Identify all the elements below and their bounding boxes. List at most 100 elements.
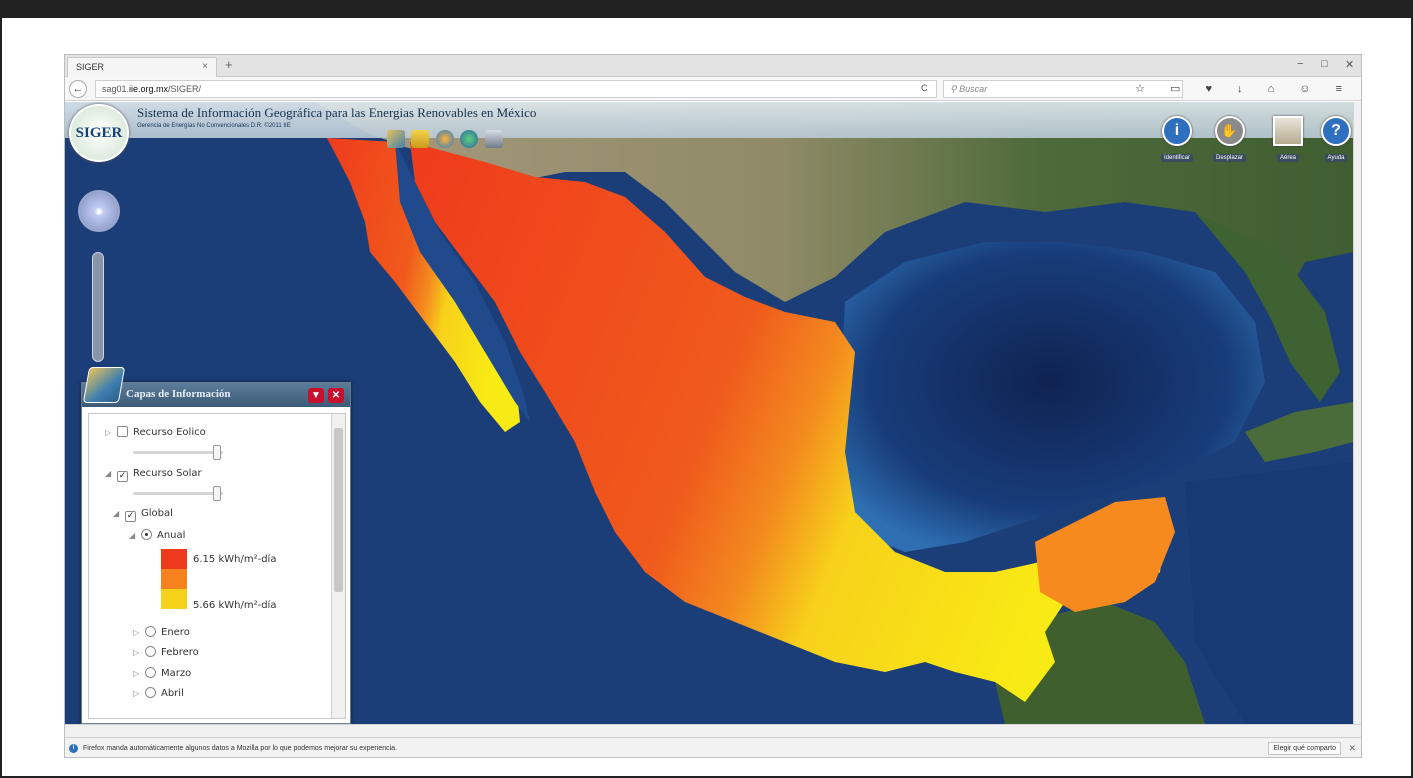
info-icon: i xyxy=(1162,116,1192,146)
expand-icon[interactable]: ▷ xyxy=(105,428,112,437)
layer-recurso-eolico[interactable]: ▷ Recurso Eolico xyxy=(105,426,206,438)
checkbox-recurso-eolico[interactable] xyxy=(117,426,128,437)
new-tab-button[interactable]: + xyxy=(225,57,233,72)
navigation-bar: ← sag01.iie.org.mx/SIGER/ C ⚲ Buscar ☆ ▭… xyxy=(65,77,1361,101)
expand-icon[interactable]: ▷ xyxy=(133,669,140,678)
radio-marzo[interactable] xyxy=(145,667,156,678)
earth-tool-icon[interactable] xyxy=(460,130,479,148)
month-label: Marzo xyxy=(161,668,192,679)
maximize-button[interactable]: □ xyxy=(1321,58,1328,70)
radio-enero[interactable] xyxy=(145,626,156,637)
hand-icon: ✋ xyxy=(1214,116,1245,146)
option-marzo[interactable]: ▷ Marzo xyxy=(133,667,191,679)
url-path: /SIGER/ xyxy=(168,84,202,94)
url-bar[interactable]: sag01.iie.org.mx/SIGER/ xyxy=(95,80,937,98)
tab-title: SIGER xyxy=(76,62,105,72)
expand-icon[interactable]: ▷ xyxy=(133,689,140,698)
globe-tool-icon[interactable] xyxy=(435,130,454,148)
close-window-button[interactable]: ✕ xyxy=(1345,59,1355,71)
minimize-button[interactable]: − xyxy=(1297,58,1304,70)
option-febrero[interactable]: ▷ Febrero xyxy=(133,646,199,658)
month-label: Abril xyxy=(161,688,184,699)
tab-close-icon[interactable]: × xyxy=(202,61,208,72)
expand-icon[interactable]: ▷ xyxy=(133,648,140,657)
layers-tool-icon[interactable] xyxy=(387,130,405,148)
help-button[interactable]: ? Ayuda xyxy=(1321,116,1351,164)
search-input[interactable]: ⚲ Buscar xyxy=(943,80,1183,98)
reload-icon[interactable]: C xyxy=(921,83,928,93)
search-icon: ⚲ xyxy=(950,84,960,94)
month-label: Enero xyxy=(161,627,190,638)
aerial-map-icon xyxy=(1273,116,1303,146)
month-label: Febrero xyxy=(161,647,199,658)
baja-california-solar xyxy=(327,138,520,432)
legend-swatch-low xyxy=(161,589,187,609)
option-anual[interactable]: ◢ Anual xyxy=(129,529,185,541)
identify-button[interactable]: i Identificar xyxy=(1161,116,1194,164)
notification-bar: i Firefox manda automáticamente algunos … xyxy=(65,737,1361,757)
map-viewport[interactable]: SIGER Sistema de Información Geográfica … xyxy=(65,102,1353,724)
cuba-land xyxy=(1245,402,1353,462)
search-placeholder: Buscar xyxy=(959,84,988,94)
layer-label: Recurso Eolico xyxy=(133,427,206,438)
print-tool-icon[interactable] xyxy=(484,130,503,148)
aerial-label: Aérea xyxy=(1276,154,1299,162)
siger-logo[interactable]: SIGER xyxy=(69,104,129,162)
tab-siger[interactable]: SIGER × xyxy=(67,57,217,77)
notification-message: Firefox manda automáticamente algunos da… xyxy=(83,745,398,752)
legend-max-label: 6.15 kWh/m²-día xyxy=(193,554,277,565)
opacity-slider-eolico[interactable] xyxy=(133,445,223,460)
minimize-panel-icon[interactable]: ▼ xyxy=(308,388,324,403)
browser-window: SIGER × + − □ ✕ ← sag01.iie.org.mx/SIGER… xyxy=(64,54,1362,758)
pan-button[interactable]: ✋ Desplazar xyxy=(1213,116,1247,164)
aerial-button[interactable]: Aérea xyxy=(1273,116,1303,164)
scrollbar-thumb[interactable] xyxy=(334,428,343,592)
layer-label: Global xyxy=(141,508,173,519)
gulf-of-california xyxy=(395,142,530,422)
legend-min-label: 5.66 kWh/m²-día xyxy=(193,600,277,611)
identify-label: Identificar xyxy=(1161,154,1194,162)
radio-febrero[interactable] xyxy=(145,646,156,657)
help-label: Ayuda xyxy=(1324,154,1348,162)
browser-toolbar-icons[interactable]: ☆ ▭ ♥ ↓ ⌂ ☺ ≡ xyxy=(1135,83,1353,95)
opacity-slider-solar[interactable] xyxy=(133,486,223,501)
slider-thumb[interactable] xyxy=(213,486,221,501)
radio-abril[interactable] xyxy=(145,687,156,698)
page-horizontal-scrollbar[interactable] xyxy=(65,724,1361,737)
close-notification-icon[interactable]: ✕ xyxy=(1348,743,1356,753)
layer-global[interactable]: ◢ ✓ Global xyxy=(113,508,173,522)
url-host: iie.org.mx xyxy=(129,84,169,94)
option-label: Anual xyxy=(157,530,186,541)
layers-icon xyxy=(82,367,126,403)
collapse-icon[interactable]: ◢ xyxy=(105,469,112,478)
info-icon: i xyxy=(69,744,78,753)
pan-control[interactable]: ◉ xyxy=(78,190,120,232)
choose-share-button[interactable]: Elegir qué comparto xyxy=(1268,742,1341,755)
radio-anual[interactable] xyxy=(141,529,152,540)
caribbean-sea xyxy=(1185,462,1353,724)
layer-label: Recurso Solar xyxy=(133,468,202,479)
app-title: Sistema de Información Geográfica para l… xyxy=(137,105,537,120)
back-button[interactable]: ← xyxy=(69,80,87,98)
checkbox-recurso-solar[interactable]: ✓ xyxy=(117,471,128,482)
expand-icon[interactable]: ▷ xyxy=(133,628,140,637)
close-panel-icon[interactable]: ✕ xyxy=(328,388,344,403)
warning-tool-icon[interactable] xyxy=(411,130,430,148)
gulf-of-mexico xyxy=(835,242,1265,552)
zoom-slider[interactable] xyxy=(92,252,104,362)
legend-swatch-high xyxy=(161,549,187,569)
layers-panel-header[interactable]: Capas de Información ▼ ✕ xyxy=(82,367,350,407)
checkbox-global[interactable]: ✓ xyxy=(125,511,136,522)
pan-label: Desplazar xyxy=(1213,154,1247,162)
page-vertical-scrollbar[interactable] xyxy=(1353,102,1361,724)
collapse-icon[interactable]: ◢ xyxy=(113,509,120,518)
layers-scrollbar[interactable] xyxy=(331,414,345,718)
collapse-icon[interactable]: ◢ xyxy=(129,531,136,540)
slider-thumb[interactable] xyxy=(213,445,221,460)
option-enero[interactable]: ▷ Enero xyxy=(133,626,190,638)
option-abril[interactable]: ▷ Abril xyxy=(133,687,184,699)
layers-panel-title: Capas de Información xyxy=(126,388,231,400)
central-america-land xyxy=(995,602,1205,724)
layers-tree: ▷ Recurso Eolico ◢ ✓ Recurso Solar ◢ ✓ Global… xyxy=(88,413,346,719)
layer-recurso-solar[interactable]: ◢ ✓ Recurso Solar xyxy=(105,468,202,482)
